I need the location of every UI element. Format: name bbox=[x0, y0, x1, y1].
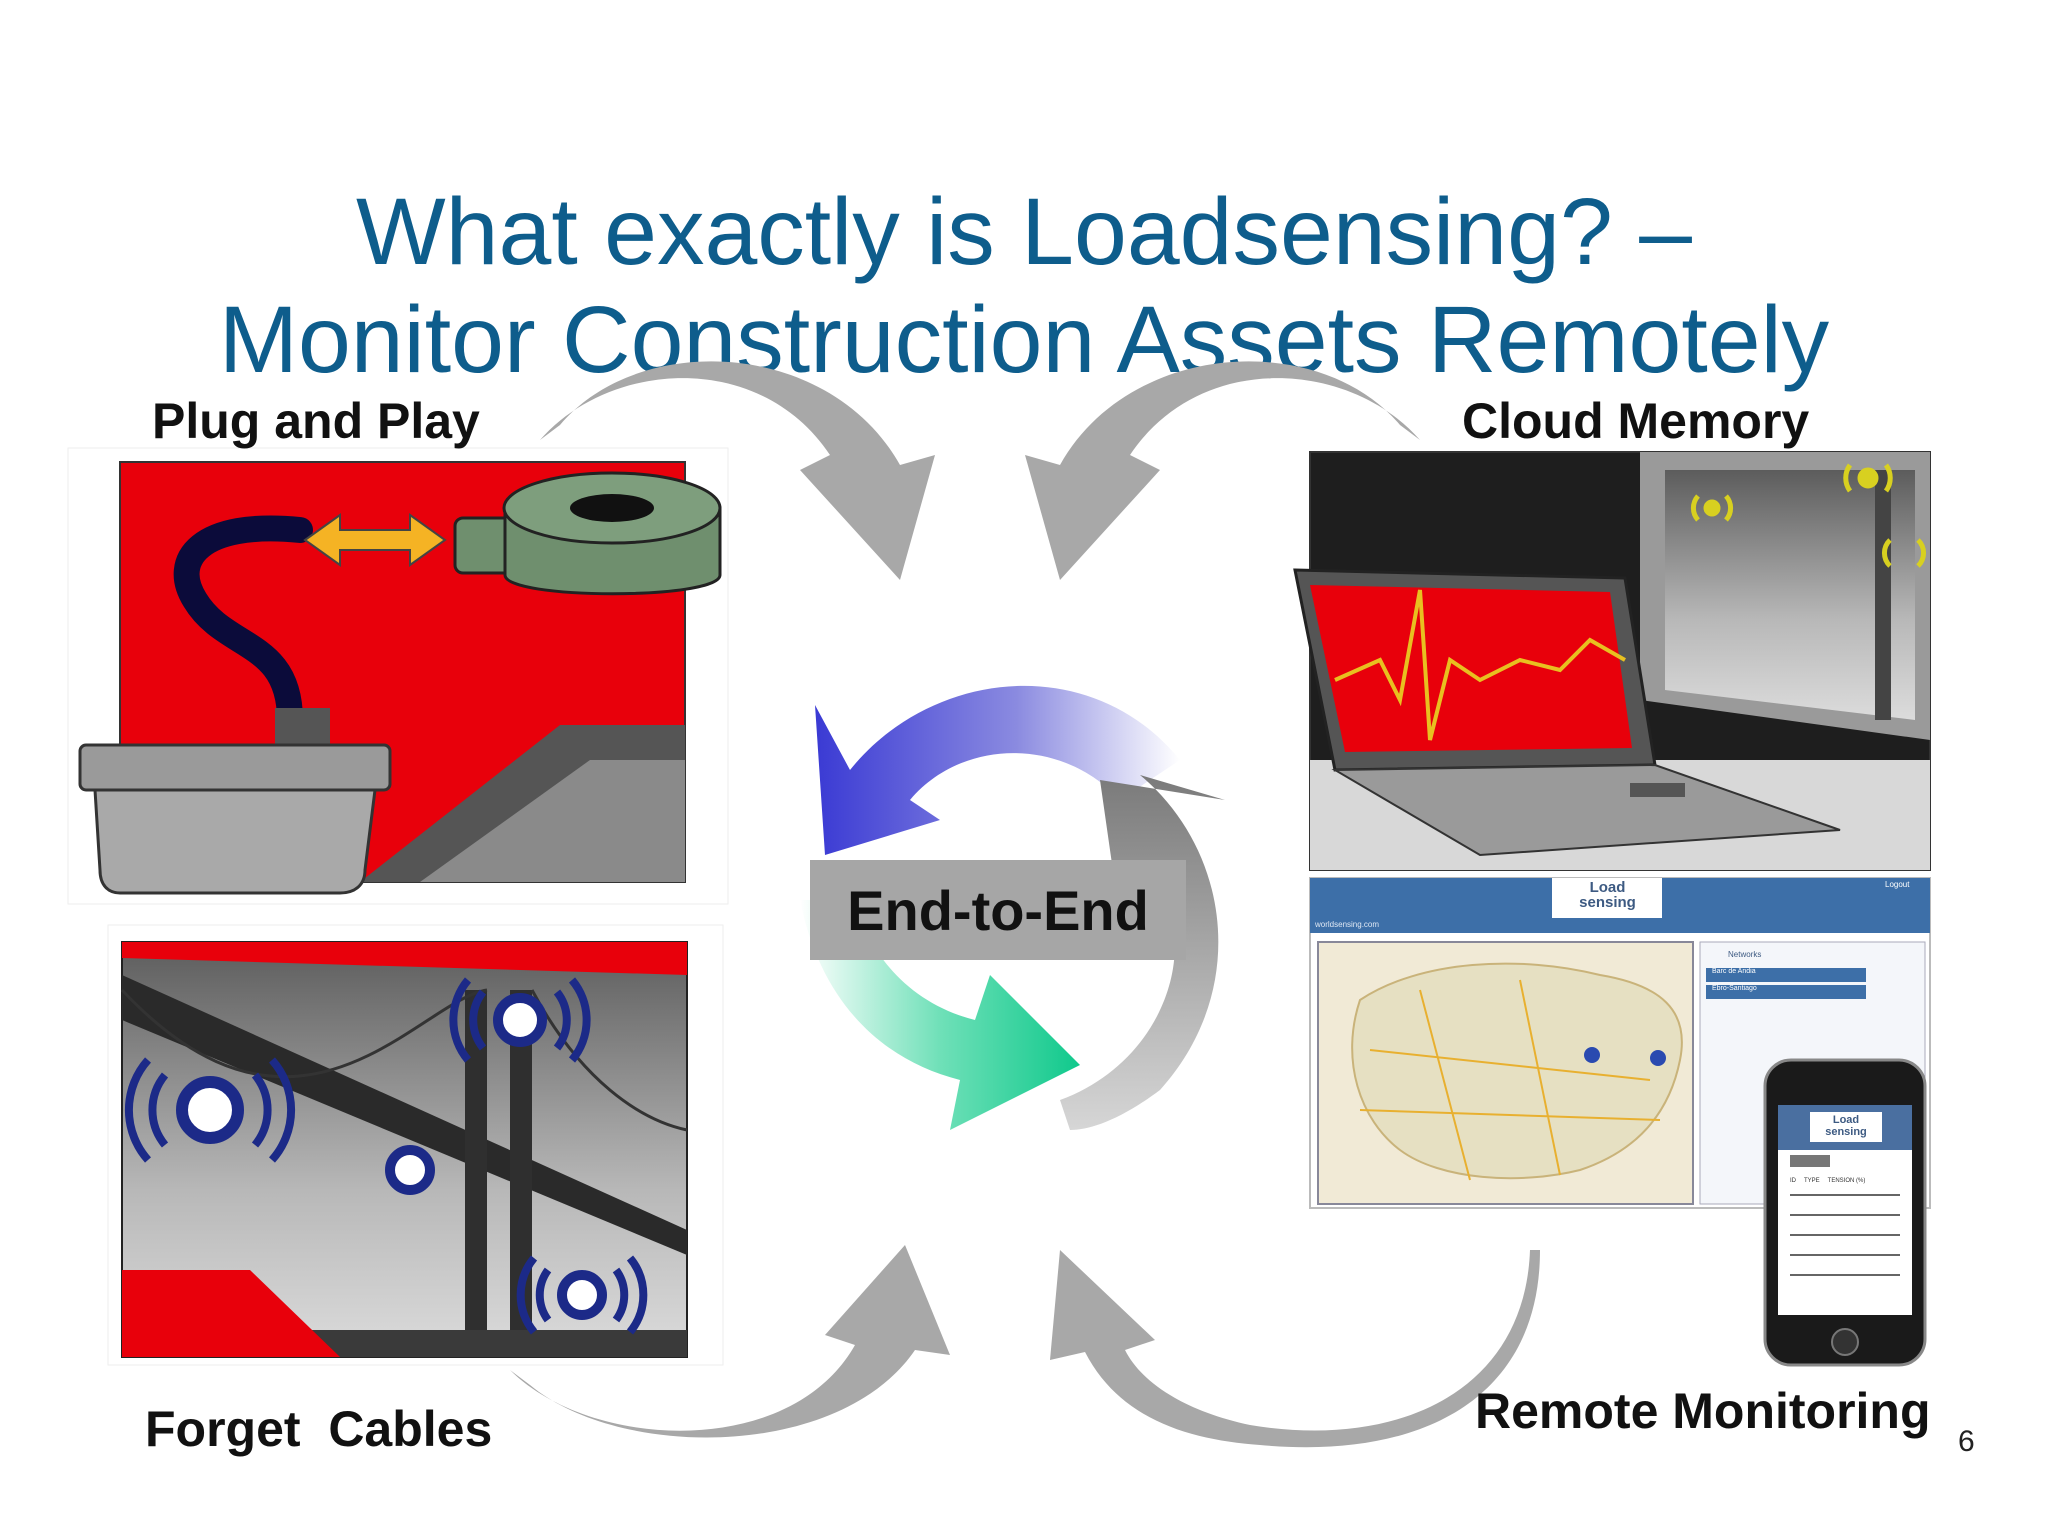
phone-col-tension: TENSION (%) bbox=[1827, 1178, 1866, 1184]
network-item[interactable]: Barc de Andia bbox=[1712, 968, 1756, 975]
phone-app-logo: Load sensing bbox=[1810, 1114, 1882, 1138]
phone-table-header: ID TYPE TENSION (%) bbox=[1790, 1178, 1905, 1184]
label-remote-monitoring: Remote Monitoring bbox=[1475, 1383, 1931, 1439]
flow-arrow-bottom-left bbox=[510, 1245, 950, 1438]
slide-title: What exactly is Loadsensing? – Monitor C… bbox=[0, 178, 2048, 394]
web-app-logo-line-2: sensing bbox=[1579, 894, 1636, 911]
phone-app-logo-line-2: sensing bbox=[1825, 1126, 1867, 1138]
web-app-logo: Load sensing bbox=[1560, 880, 1655, 910]
label-forget-cables: Forget Cables bbox=[145, 1401, 493, 1457]
cloud-memory-illustration bbox=[1293, 451, 1931, 871]
phone-col-type: TYPE bbox=[1804, 1178, 1820, 1184]
site-url: worldsensing.com bbox=[1315, 920, 1380, 929]
title-line-2: Monitor Construction Assets Remotely bbox=[218, 287, 1830, 393]
flow-arrow-bottom-right bbox=[1050, 1250, 1540, 1448]
remote-monitoring-web-app bbox=[1309, 877, 1931, 1209]
plug-and-play-illustration bbox=[67, 447, 729, 905]
page-number: 6 bbox=[1958, 1425, 1975, 1458]
flow-arrow-top-left bbox=[540, 361, 935, 580]
label-plug-and-play: Plug and Play bbox=[152, 393, 480, 449]
phone-col-id: ID bbox=[1790, 1178, 1796, 1184]
label-cloud-memory: Cloud Memory bbox=[1462, 393, 1810, 449]
phone-app-logo-line-1: Load bbox=[1832, 1114, 1860, 1126]
end-to-end-label: End-to-End bbox=[810, 860, 1186, 960]
cycle-blue-arrow bbox=[815, 685, 1180, 855]
network-item[interactable]: Ebro-Santiago bbox=[1712, 985, 1757, 992]
flow-arrow-top-right bbox=[1025, 361, 1420, 580]
web-app-logo-line-1: Load bbox=[1589, 879, 1626, 896]
title-line-1: What exactly is Loadsensing? – bbox=[355, 179, 1693, 285]
smartphone-illustration bbox=[1763, 1058, 1927, 1367]
logout-link[interactable]: Logout bbox=[1885, 880, 1910, 889]
forget-cables-illustration bbox=[107, 924, 724, 1366]
networks-panel-title: Networks bbox=[1728, 950, 1762, 959]
